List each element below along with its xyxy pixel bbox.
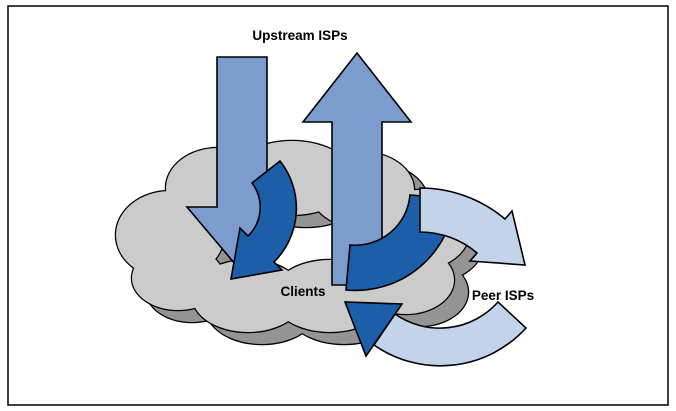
peer-isps-label: Peer ISPs [472,288,534,303]
peer-incoming-arrow-icon [343,300,528,367]
peer-outgoing-arrow-icon [419,187,527,266]
upstream-isps-label: Upstream ISPs [252,28,347,43]
clients-curve-arrow-icon [230,159,298,280]
clients-label: Clients [280,284,325,299]
peer-incoming-arrow-head [343,301,404,358]
diagram-border [7,5,669,406]
